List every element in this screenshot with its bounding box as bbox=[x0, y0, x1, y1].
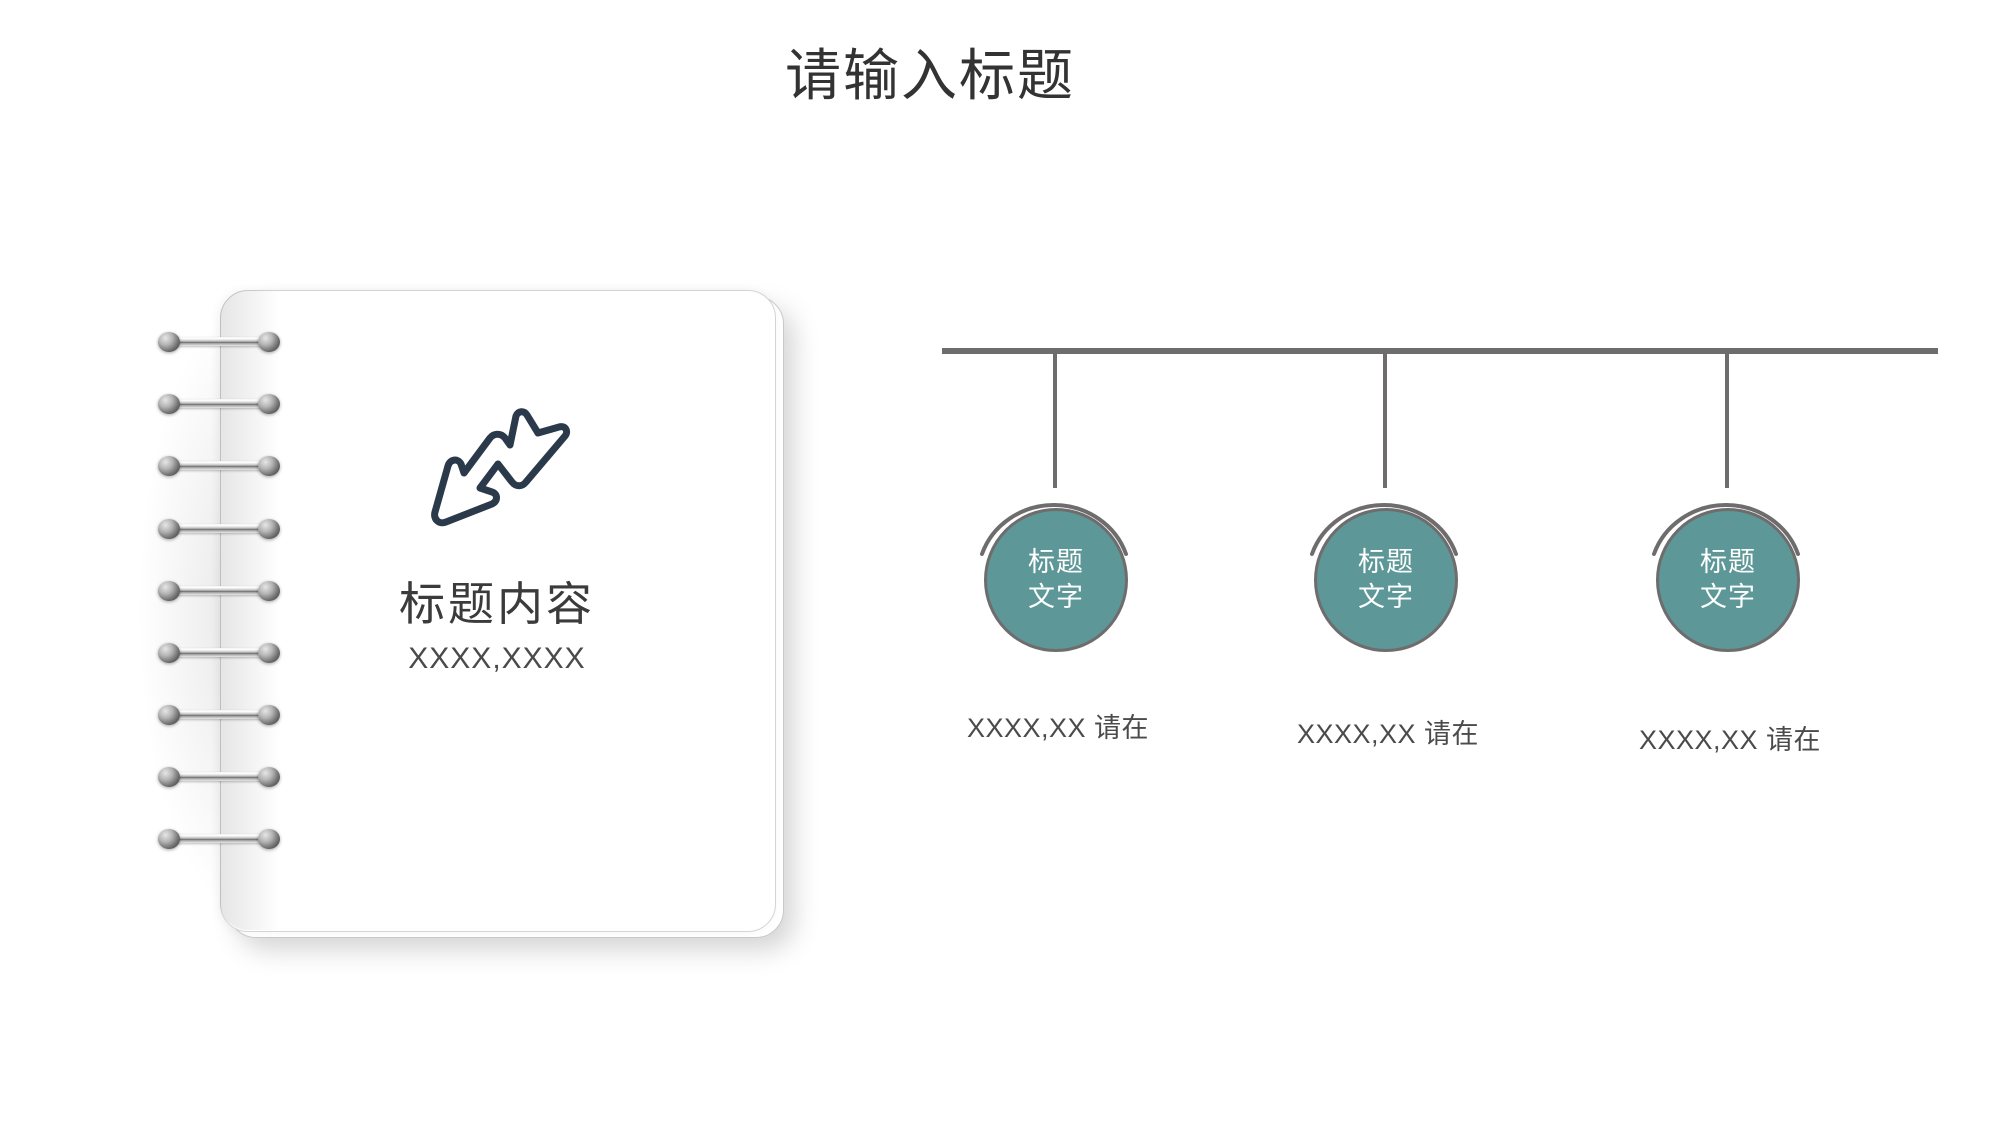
hanger-hook-arc-icon bbox=[978, 480, 1130, 560]
hanging-bubbles-group: 标题 文字 XXXX,XX 请在 标题 文字 XXXX,XX 请在 标题 文字 … bbox=[940, 330, 1950, 850]
ring-knob-right bbox=[258, 581, 280, 601]
hanger-rail bbox=[942, 348, 1938, 354]
notebook-subtitle: XXXX,XXXX bbox=[408, 642, 586, 675]
hanger-bubble-label-line1: 标题 bbox=[1358, 547, 1414, 578]
ring-knob-right bbox=[258, 332, 280, 352]
hanger-bubble[interactable]: 标题 文字 bbox=[984, 508, 1128, 652]
page-title: 请输入标题 bbox=[785, 44, 1075, 107]
hanger-bubble-label-line1: 标题 bbox=[1028, 547, 1084, 578]
hanger-caption: XXXX,XX 请在 bbox=[1638, 725, 1822, 755]
ring-knob-left bbox=[158, 705, 180, 725]
ring-knob-right bbox=[258, 519, 280, 539]
ring-knob-right bbox=[258, 394, 280, 414]
ring-knob-right bbox=[258, 643, 280, 663]
hanger-item-3[interactable]: 标题 文字 XXXX,XX 请在 bbox=[1612, 330, 1912, 850]
ring-knob-left bbox=[158, 829, 180, 849]
notebook-spiral-rings bbox=[158, 332, 288, 902]
ring-bar bbox=[170, 710, 268, 719]
ring-bar bbox=[170, 524, 268, 533]
ring-knob-right bbox=[258, 767, 280, 787]
spiral-ring-icon bbox=[158, 456, 280, 476]
ring-knob-left bbox=[158, 519, 180, 539]
ring-knob-left bbox=[158, 456, 180, 476]
spiral-ring-icon bbox=[158, 394, 280, 414]
hanger-bubble-label-line2: 文字 bbox=[1358, 582, 1414, 612]
ring-bar bbox=[170, 772, 268, 781]
notebook-heading: 标题内容 bbox=[399, 578, 595, 630]
ring-knob-left bbox=[158, 394, 180, 414]
notebook-page-front bbox=[220, 290, 776, 932]
hanger-item-2[interactable]: 标题 文字 XXXX,XX 请在 bbox=[1270, 330, 1570, 850]
hanger-bubble[interactable]: 标题 文字 bbox=[1656, 508, 1800, 652]
hanger-hook-arc-icon bbox=[1650, 480, 1802, 560]
notebook-card: 标题内容 XXXX,XXXX bbox=[140, 290, 810, 950]
ring-knob-left bbox=[158, 643, 180, 663]
hanger-bubble-label-line2: 文字 bbox=[1700, 582, 1756, 612]
hanger-drop-line bbox=[1053, 352, 1057, 488]
hanger-bubble-label-line1: 标题 bbox=[1700, 547, 1756, 578]
ring-knob-left bbox=[158, 767, 180, 787]
ring-bar bbox=[170, 834, 268, 843]
ring-knob-right bbox=[258, 705, 280, 725]
spiral-ring-icon bbox=[158, 767, 280, 787]
hanger-caption: XXXX,XX 请在 bbox=[1296, 719, 1480, 749]
hanger-drop-line bbox=[1725, 352, 1729, 488]
spiral-ring-icon bbox=[158, 643, 280, 663]
hanger-hook-arc-icon bbox=[1308, 480, 1460, 560]
hand-drawn-zigzag-arrow-down-left-icon bbox=[406, 400, 586, 540]
spiral-ring-icon bbox=[158, 519, 280, 539]
ring-bar bbox=[170, 337, 268, 346]
ring-knob-right bbox=[258, 456, 280, 476]
ring-knob-left bbox=[158, 581, 180, 601]
ring-bar bbox=[170, 399, 268, 408]
ring-bar bbox=[170, 586, 268, 595]
hanger-bubble-label-line2: 文字 bbox=[1028, 582, 1084, 612]
hanger-bubble[interactable]: 标题 文字 bbox=[1314, 508, 1458, 652]
spiral-ring-icon bbox=[158, 581, 280, 601]
ring-bar bbox=[170, 648, 268, 657]
ring-bar bbox=[170, 461, 268, 470]
hanger-caption: XXXX,XX 请在 bbox=[966, 713, 1150, 743]
spiral-ring-icon bbox=[158, 829, 280, 849]
ring-knob-right bbox=[258, 829, 280, 849]
ring-knob-left bbox=[158, 332, 180, 352]
spiral-ring-icon bbox=[158, 332, 280, 352]
spiral-ring-icon bbox=[158, 705, 280, 725]
hanger-drop-line bbox=[1383, 352, 1387, 488]
hanger-item-1[interactable]: 标题 文字 XXXX,XX 请在 bbox=[940, 330, 1240, 850]
